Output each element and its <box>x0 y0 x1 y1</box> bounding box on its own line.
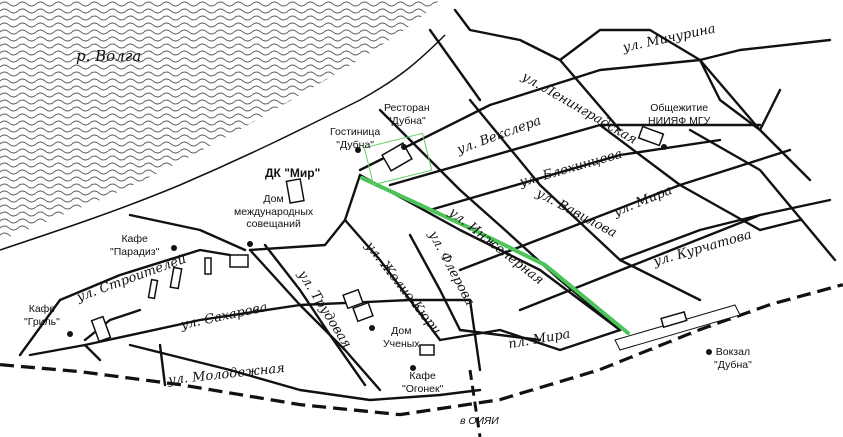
station-platform <box>614 304 741 351</box>
label-kafe-paradiz: Кафе "Парадиз" <box>110 233 160 258</box>
label-dk-mir: ДК "Мир" <box>265 166 321 180</box>
label-gostinitsa: Гостиница "Дубна" <box>330 126 381 151</box>
hotel-highlight <box>363 132 433 186</box>
label-oiyan: в ОИЯИ <box>460 415 499 427</box>
label-dom-uchenyh: Дом Ученых <box>383 325 420 350</box>
route-line <box>360 176 630 335</box>
river-label: р. Волга <box>76 47 142 65</box>
label-kafe-gril: Кафе "Гриль" <box>24 303 60 328</box>
river-bank <box>0 34 446 251</box>
label-kafe-ogonek: Кафе "Огонек" <box>402 370 444 395</box>
road-network <box>18 8 837 402</box>
building-icon <box>90 125 665 356</box>
label-obshchezhitie: Общежитие НИИЯФ МГУ <box>648 102 711 127</box>
river-volga <box>0 0 440 240</box>
label-vokzal: Вокзал "Дубна" <box>714 346 752 371</box>
railway-icon <box>0 283 843 437</box>
pointer-icon <box>67 144 712 371</box>
label-restoran: Ресторан "Дубна" <box>384 102 430 127</box>
label-dom-soveshchaniy: Дом международных совещаний <box>234 193 314 231</box>
